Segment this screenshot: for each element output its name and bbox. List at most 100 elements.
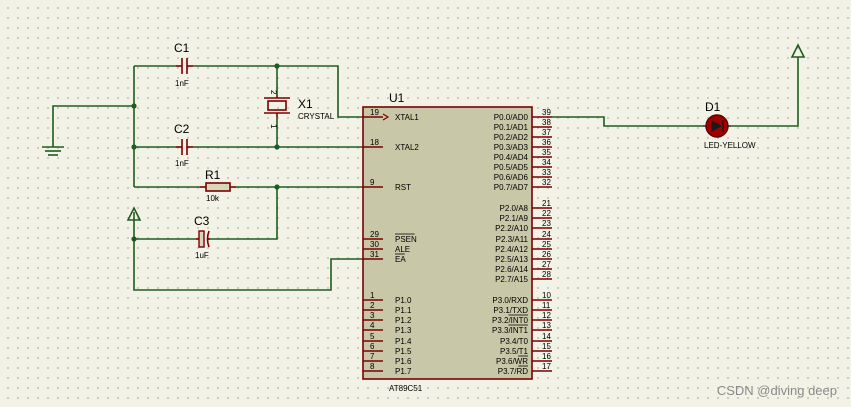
- pin-label: P2.1/A9: [500, 214, 529, 223]
- pin-number: 7: [370, 352, 375, 361]
- pin-number: 26: [542, 250, 551, 259]
- pin-label: P1.6: [395, 357, 412, 366]
- capacitor-c2[interactable]: C2 1nF: [174, 122, 193, 168]
- ground-symbol[interactable]: [42, 146, 64, 156]
- c2-ref: C2: [174, 122, 190, 136]
- pin-number: 2: [370, 301, 375, 310]
- pin-p1-6[interactable]: 7P1.6: [363, 352, 412, 366]
- capacitor-c3[interactable]: C3 1uF: [194, 214, 210, 260]
- power-terminal-led[interactable]: [790, 43, 806, 58]
- power-terminal-rst[interactable]: [126, 206, 142, 222]
- pin-label: P3.1/TXD: [493, 306, 528, 315]
- led-d1[interactable]: D1 LED-YELLOW: [703, 100, 756, 150]
- wire-p00-led: [552, 116, 703, 127]
- capacitor-c1[interactable]: C1 1nF: [174, 41, 193, 88]
- c1-ref: C1: [174, 41, 190, 55]
- pin-number: 27: [542, 260, 551, 269]
- pin-label: RST: [395, 183, 411, 192]
- pin-p1-3[interactable]: 4P1.3: [363, 321, 412, 335]
- wire-c1-xtal1: [193, 65, 383, 118]
- pin-label: P0.1/AD1: [494, 123, 529, 132]
- junction-dot: [274, 144, 280, 150]
- pin-p1-4[interactable]: 5P1.4: [363, 332, 412, 346]
- pin-number: 10: [542, 291, 551, 300]
- pin-number: 13: [542, 321, 551, 330]
- crystal-x1[interactable]: 2 1 X1 CRYSTAL: [264, 90, 335, 129]
- x1-pin1-num: 1: [269, 124, 278, 129]
- pin-number: 8: [370, 362, 375, 371]
- c3-value: 1uF: [195, 251, 209, 260]
- pin-label: P2.5/A13: [495, 255, 528, 264]
- pin-number: 25: [542, 240, 551, 249]
- pin-label: XTAL2: [395, 143, 419, 152]
- pin-number: 32: [542, 178, 551, 187]
- pin-label: P3.5/T1: [500, 347, 529, 356]
- pin-label: P1.3: [395, 326, 412, 335]
- pin-label: ALE: [395, 245, 410, 254]
- pin-number: 28: [542, 270, 551, 279]
- pin-label: P2.6/A14: [495, 265, 528, 274]
- ic-u1[interactable]: U1 AT89C51 19XTAL118XTAL29RST29PSEN30ALE…: [362, 91, 552, 393]
- d1-value: LED-YELLOW: [704, 141, 756, 150]
- pin-p1-1[interactable]: 2P1.1: [363, 301, 412, 315]
- pin-p1-2[interactable]: 3P1.2: [363, 311, 412, 325]
- pin-number: 4: [370, 321, 375, 330]
- u1-ref: U1: [389, 91, 405, 105]
- pin-label: P1.4: [395, 337, 412, 346]
- r1-ref: R1: [205, 168, 221, 182]
- d1-ref: D1: [705, 100, 721, 114]
- wire-ea-loop: [133, 239, 383, 291]
- resistor-r1[interactable]: R1 10k: [200, 168, 236, 203]
- pin-label: P2.7/A15: [495, 275, 528, 284]
- pin-p1-0[interactable]: 1P1.0: [363, 291, 412, 305]
- junction-dot: [131, 144, 137, 150]
- c1-value: 1nF: [175, 79, 189, 88]
- pin-number: 31: [370, 250, 379, 259]
- wire-rst-c3: [210, 187, 278, 240]
- pin-label: P0.3/AD3: [494, 143, 529, 152]
- junction-dot: [274, 184, 280, 190]
- r1-value: 10k: [206, 194, 220, 203]
- pin-label: P3.2/INT0: [492, 316, 529, 325]
- pin-number: 16: [542, 352, 551, 361]
- pin-label: XTAL1: [395, 113, 419, 122]
- pin-label: P0.5/AD5: [494, 163, 529, 172]
- right-pins: 39P0.0/AD038P0.1/AD137P0.2/AD236P0.3/AD3…: [492, 108, 552, 376]
- pin-p1-5[interactable]: 6P1.5: [363, 342, 412, 356]
- pin-p1-7[interactable]: 8P1.7: [363, 362, 412, 376]
- pin-label: P3.6/WR: [496, 357, 528, 366]
- pin-label: EA: [395, 255, 406, 264]
- wire-c3-vcc: [133, 222, 196, 240]
